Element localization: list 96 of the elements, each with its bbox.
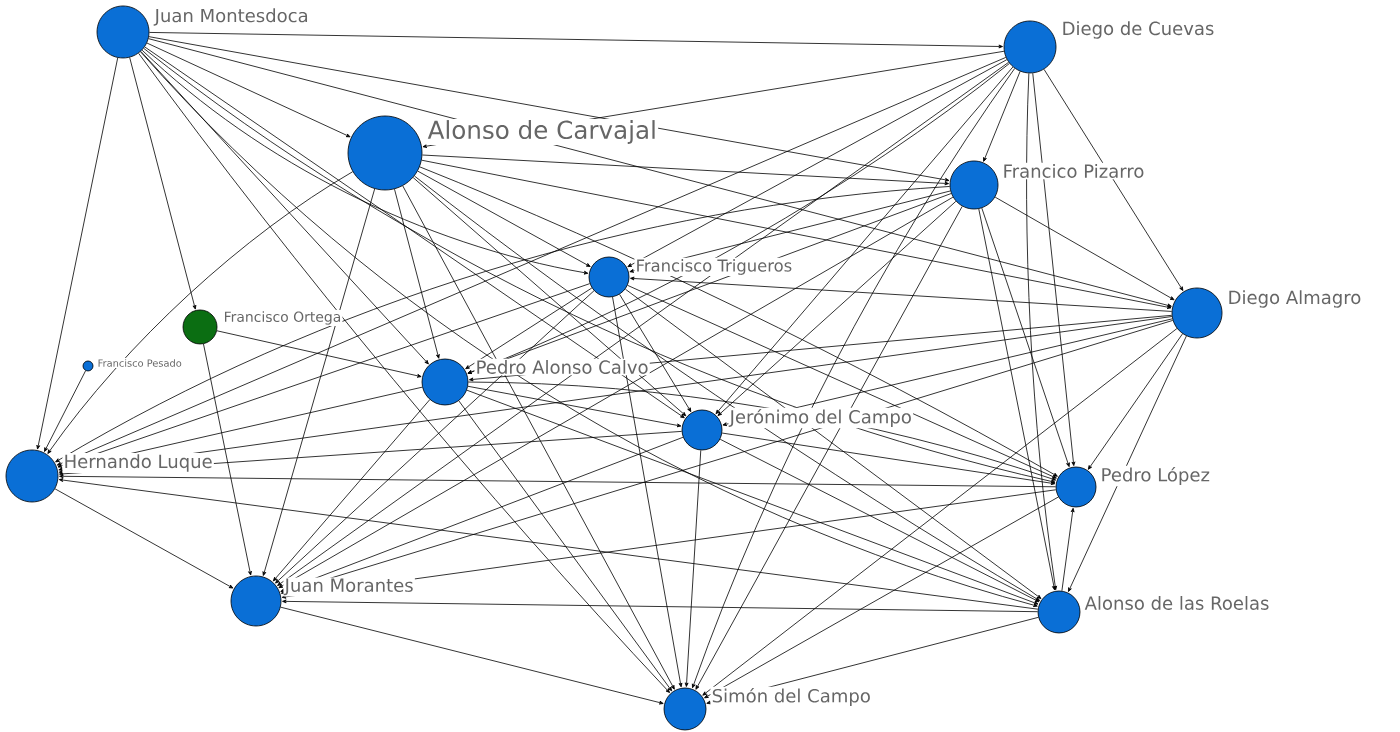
arrow <box>1043 68 1184 291</box>
arrow <box>1026 72 1058 591</box>
arrow <box>627 284 1057 479</box>
arrow <box>146 42 351 138</box>
arrow <box>282 599 1038 613</box>
arrow <box>412 177 687 417</box>
arrow <box>278 196 954 589</box>
arrow <box>704 496 1059 699</box>
node-label: Simón del Campo <box>710 686 873 708</box>
node-circle <box>182 309 218 345</box>
arrow <box>994 196 1175 301</box>
arrow <box>719 438 1040 603</box>
arrow <box>280 436 684 592</box>
arrow <box>54 488 234 589</box>
arrow <box>421 159 1172 309</box>
arrow <box>148 38 1172 308</box>
arrow <box>465 287 593 370</box>
arrow <box>275 290 595 584</box>
arrow <box>144 46 685 419</box>
arrow <box>277 61 1009 586</box>
arrow <box>1068 335 1187 592</box>
node-label: Francisco Trigueros <box>634 257 794 277</box>
arrow <box>717 200 957 416</box>
arrow <box>47 171 354 454</box>
arrow <box>59 474 1056 488</box>
node-label: Pedro Alonso Calvo <box>474 358 650 376</box>
arrow <box>55 186 951 463</box>
arrow <box>715 66 1014 415</box>
arrow <box>58 478 1039 610</box>
node-label: Diego Almagro <box>1226 289 1363 309</box>
arrow <box>627 59 1008 268</box>
arrow <box>1087 333 1183 470</box>
node-label: Francisco Pesado <box>96 358 183 368</box>
arrow <box>702 328 1178 696</box>
node-circle <box>588 256 630 298</box>
node-circle <box>1037 590 1081 634</box>
arrow <box>280 606 664 705</box>
node-circle <box>1171 287 1223 339</box>
arrow <box>148 36 950 182</box>
arrow <box>467 385 682 428</box>
arrow <box>216 330 422 378</box>
arrow <box>138 52 670 693</box>
arrow <box>262 188 376 576</box>
arrow <box>624 288 1042 599</box>
node-label: Juan Montesdoca <box>153 7 310 27</box>
node-label: Pedro López <box>1099 465 1212 487</box>
arrow <box>394 188 440 359</box>
arrow <box>140 51 1038 607</box>
arrow <box>44 370 86 452</box>
node-label: Alonso de las Roelas <box>1083 594 1271 612</box>
node-circle <box>230 575 282 627</box>
arrow <box>414 175 1041 601</box>
node-circle <box>421 358 469 406</box>
arrow <box>1061 507 1075 592</box>
node-circle <box>663 687 707 731</box>
node-label: Jerónimo del Campo <box>728 407 914 429</box>
node-circle <box>949 160 999 210</box>
node-circle <box>347 115 423 191</box>
arrow <box>203 343 252 576</box>
arrow <box>57 283 591 468</box>
node-circle <box>96 5 150 59</box>
arrow <box>721 432 1056 486</box>
arrow <box>630 276 1173 312</box>
arrow <box>978 208 1056 591</box>
node-label: Hernando Luque <box>62 453 214 473</box>
arrow <box>417 170 591 267</box>
arrow <box>36 57 119 450</box>
arrow <box>129 57 197 310</box>
arrow <box>143 47 1056 484</box>
node-label: Francisco Ortega <box>222 310 343 326</box>
arrow <box>458 400 673 692</box>
node-label: Juan Morantes <box>283 577 415 597</box>
node-label: Diego de Cuevas <box>1060 20 1216 40</box>
arrow <box>691 68 1016 689</box>
arrow <box>684 449 702 687</box>
node-circle <box>1055 466 1097 508</box>
arrow <box>141 49 589 275</box>
arrow <box>983 71 1021 162</box>
arrow <box>619 294 692 413</box>
node-circle <box>5 449 59 503</box>
node-circle <box>681 409 723 451</box>
arrow <box>981 207 1070 468</box>
node-label: Alonso de Carvajal <box>426 118 659 146</box>
arrow <box>695 205 963 690</box>
arrow <box>1032 72 1076 466</box>
arrow <box>402 185 675 690</box>
arrow <box>419 166 1058 477</box>
node-label: Francico Pizarro <box>1001 162 1146 180</box>
arrow <box>140 51 429 365</box>
arrow <box>612 296 683 688</box>
arrow <box>272 399 431 582</box>
arrow <box>149 32 1003 49</box>
arrow <box>421 154 949 186</box>
node-circle <box>1003 20 1057 74</box>
arrow <box>466 389 1039 605</box>
arrow <box>56 57 1007 466</box>
